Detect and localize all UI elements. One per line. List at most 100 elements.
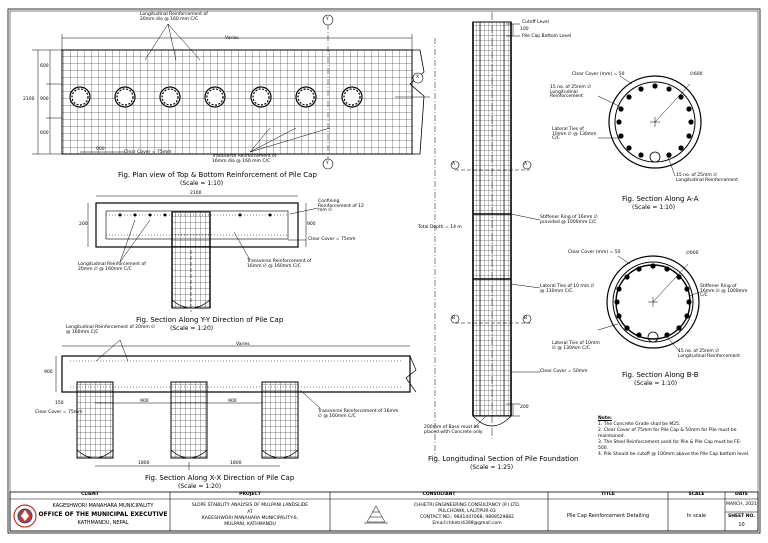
long-clear-cover: Clear Cover = 50mm: [540, 369, 588, 374]
xx-transverse-text: Transverse Reinforcement of 16mm ∅ @ 160…: [318, 409, 399, 419]
note-item: 4. Pile Should be cutoff @ 100mm above t…: [598, 452, 750, 457]
outer-border: [7, 8, 761, 534]
aa-scale: (Scale = 1:10): [632, 204, 676, 211]
aa-lateral-text: Lateral Ties of 10mm ∅ @ 130mm C/C: [552, 127, 597, 141]
xx-spacing-a: 1800: [138, 461, 150, 466]
plan-view-title: Fig. Plan view of Top & Bottom Reinforce…: [118, 171, 317, 179]
municipality-logo: [13, 504, 37, 528]
tb-header-client: CLIENT: [81, 492, 99, 497]
project-line4: MULPANI, KATHMANDU: [224, 522, 276, 527]
consultant-line1: CHHETRI ENGINEERING CONSULTANCY (P.) LTD…: [413, 503, 521, 508]
plan-marker-y-bottom: Y: [326, 161, 329, 166]
plan-marker-y-top: Y: [326, 17, 329, 22]
aa-longitudinal-top-text: 15 no. of 25mm ∅ Longitudinal Reinforcem…: [550, 85, 592, 99]
section-yy: [87, 195, 319, 312]
yy-title: Fig. Section Along Y-Y Direction of Pile…: [136, 316, 284, 324]
long-stiffener-text: Stiffener Ring of 16mm ∅ provided @ 1000…: [540, 215, 598, 225]
consultant-line2: PULCHOWK, LALITPUR-03: [438, 509, 496, 514]
long-scale: (Scale = 1:25): [470, 464, 514, 471]
drawing-date: MARCH, 2021: [726, 502, 757, 507]
long-marker-b-right: B: [524, 316, 528, 321]
plan-break-line: [409, 49, 425, 155]
xx-transverse-label: Transverse Reinforcement of 16mm ∅ @ 160…: [318, 409, 402, 419]
yy-confining-label: Confining Reinforcement of 12 mm ∅: [318, 199, 370, 214]
project-line3: KAGESHWORI MANAHARA MUNICIPALITY-6,: [201, 516, 299, 521]
long-marker-b-left: B: [452, 316, 456, 321]
yy-longitudinal-text: Longitudinal Reinforcement of 20mm ∅ @ 1…: [78, 262, 146, 272]
yy-depth-dim: 900: [307, 222, 316, 227]
long-lateral-text: Lateral Ties of 10 mm ∅ @ 130mm C/C: [540, 284, 595, 294]
tb-header-title: TITLE: [601, 492, 615, 497]
xx-gap-b: 900: [228, 399, 237, 404]
note-item: 3. The Steel Reinforcement used for Pile…: [598, 440, 742, 451]
tb-header-date: DATE: [734, 492, 748, 497]
aa-longitudinal-top: 15 no. of 25mm ∅ Longitudinal Reinforcem…: [550, 85, 610, 100]
project-line2: AT: [247, 510, 253, 515]
plan-marker-x: X: [416, 75, 420, 80]
drawing-scale: In scale: [686, 513, 707, 519]
plan-view: [32, 14, 430, 170]
sheet-no-value: 10: [738, 522, 745, 528]
note-item: 2. Clear Cover of 75mm for Pile Cap & 50…: [598, 428, 737, 439]
xx-gap-a: 900: [140, 399, 149, 404]
yy-transverse-text: Transverse Reinforcement of 16mm ∅ @ 160…: [247, 259, 312, 269]
client-line3: KATHMANDU, NEPAL: [77, 520, 129, 526]
long-total-depth: Total Depth = 14 m: [418, 225, 462, 230]
plan-transverse-label: Transverse Reinforcement of 16mm dia @ 1…: [212, 154, 292, 164]
aa-longitudinal-bottom: 15 no. of 25mm ∅ Longitudinal Reinforcem…: [676, 173, 746, 183]
section-bb: [597, 255, 701, 353]
yy-side-dim: 200: [79, 222, 88, 227]
bb-stiffener-text: Stiffener Ring of 16mm ∅ @ 1000mm C/C: [700, 284, 748, 298]
bb-longitudinal-text: 15 no. of 25mm ∅ Longitudinal Reinforcem…: [678, 349, 741, 359]
title-block-frame: [9, 491, 759, 532]
plan-spacing-dim: 900: [96, 147, 105, 152]
xx-title: Fig. Section Along X-X Direction of Pile…: [145, 474, 295, 482]
consultant-line3: CONTACT NO.: 9841447068, 9808529882: [420, 515, 514, 520]
drawing-title: Pile Cap Reinforcement Detailing: [566, 513, 650, 519]
long-cutoff-label: Cutoff Level: [522, 20, 549, 25]
xx-total-dim: Varies: [236, 342, 250, 347]
general-notes: Note: 1. The Concrete Grade shall be M25…: [598, 416, 750, 458]
bb-clear-cover: Clear Cover (mm) = 50: [568, 250, 621, 255]
plan-transverse-label-text: Transverse Reinforcement of 16mm dia @ 1…: [212, 154, 277, 164]
xx-spacing-b: 1800: [230, 461, 242, 466]
xx-clear-cover: Clear Cover = 75mm: [35, 410, 83, 415]
tb-header-consultant: CONSULTANT: [422, 492, 456, 497]
longitudinal-section: [434, 12, 541, 458]
bb-longitudinal: 15 no. of 25mm ∅ Longitudinal Reinforcem…: [678, 349, 748, 359]
plan-view-scale: (Scale = 1:10): [180, 180, 224, 187]
section-xx: [55, 339, 417, 470]
long-base-dim: 200: [520, 405, 529, 410]
yy-scale: (Scale = 1:20): [170, 325, 214, 332]
long-cutoff-dim: 100: [520, 27, 529, 32]
aa-longitudinal-bottom-text: 15 no. of 25mm ∅ Longitudinal Reinforcem…: [676, 173, 739, 183]
tb-header-project: PROJECT: [239, 492, 261, 497]
aa-lateral: Lateral Ties of 10mm ∅ @ 130mm C/C: [552, 127, 598, 142]
bb-scale: (Scale = 1:10): [634, 380, 678, 387]
xx-longitudinal-text: Longitudinal Reinforcement of 20mm ∅ @ 1…: [66, 325, 156, 335]
bb-stiffener: Stiffener Ring of 16mm ∅ @ 1000mm C/C: [700, 284, 752, 299]
long-base-label: 200mm of Base must be placed with Concre…: [424, 425, 490, 435]
consultant-logo: [364, 505, 388, 524]
bb-diameter: ∅600: [686, 251, 699, 256]
bb-lateral-text: Lateral Ties of 10mm ∅ @ 130mm C/C: [552, 341, 600, 351]
xx-scale: (Scale = 1:20): [178, 483, 222, 490]
aa-title: Fig. Section Along A-A: [622, 195, 699, 203]
section-aa: [597, 75, 702, 177]
yy-confining-text: Confining Reinforcement of 12 mm ∅: [318, 199, 364, 213]
plan-pile-circles: [69, 86, 363, 108]
tb-header-scale: SCALE: [688, 492, 705, 497]
plan-top-dim: 600: [40, 64, 49, 69]
plan-clear-cover: Clear Cover = 75mm: [124, 150, 172, 155]
yy-transverse-label: Transverse Reinforcement of 16mm ∅ @ 160…: [247, 259, 327, 269]
project-line1: SLOPE STABILITY ANALYSIS OF MULPANI LAND…: [191, 503, 309, 508]
long-pilecap-label: Pile Cap Bottom Level: [522, 34, 572, 39]
client-line2: OFFICE OF THE MUNICIPAL EXECUTIVE: [38, 511, 168, 518]
xx-longitudinal-label: Longitudinal Reinforcement of 20mm ∅ @ 1…: [66, 325, 156, 335]
plan-bottom-dim: 600: [40, 131, 49, 136]
plan-longitudinal-label-text: Longitudinal Reinforcement of 20mm dia @…: [140, 12, 208, 22]
bb-lateral: Lateral Ties of 10mm ∅ @ 130mm C/C: [552, 341, 600, 351]
aa-clear-cover: Clear Cover (mm) = 50: [572, 72, 625, 77]
